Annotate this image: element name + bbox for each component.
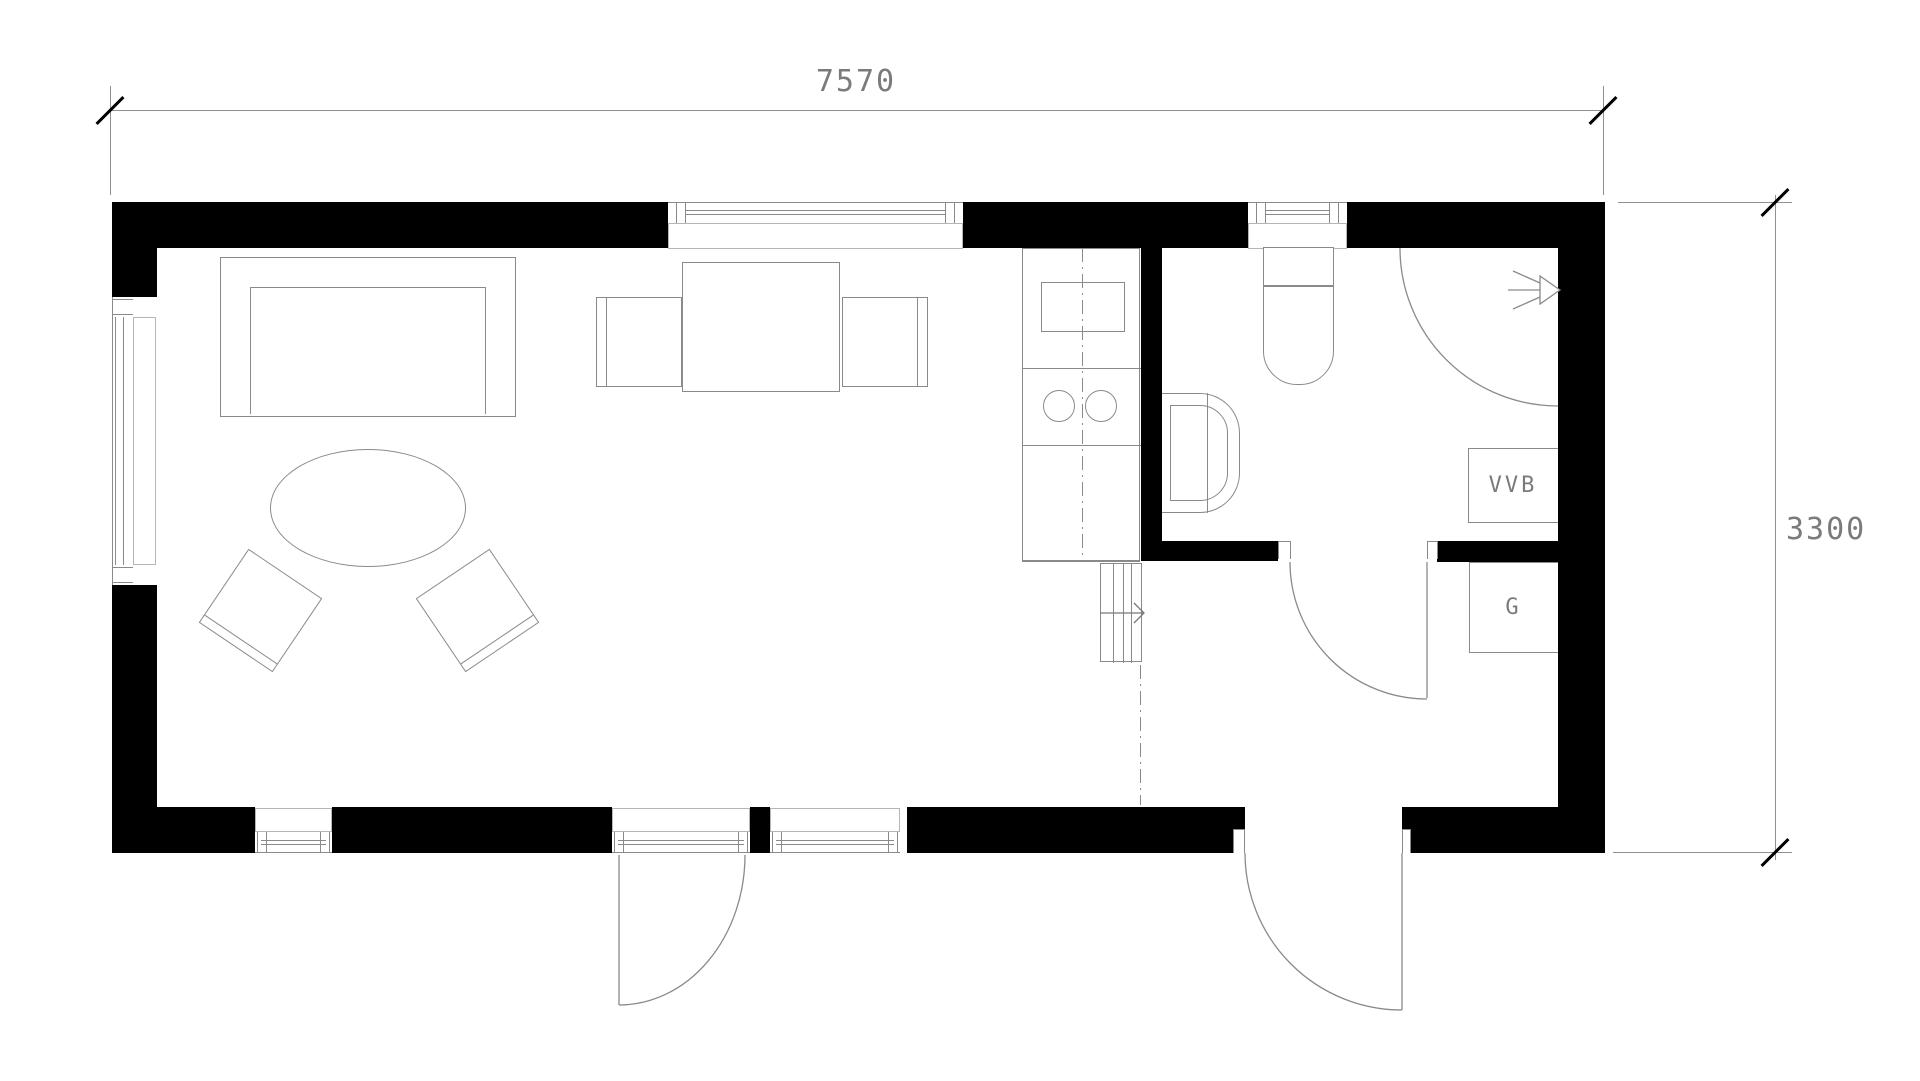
water-heater-label: VVB: [1488, 473, 1538, 498]
entrance-door-frame: [612, 807, 750, 853]
entrance-door-swing: [618, 854, 746, 1006]
bottom-middle-window: [770, 807, 900, 853]
dining-table: [682, 262, 840, 392]
hall-door-swing: [1244, 852, 1403, 1011]
shower-arc: [1399, 247, 1559, 407]
washbasin-bowl: [1170, 405, 1228, 501]
cabinet-box: [1469, 562, 1558, 653]
stair-direction-arrow-icon: [1100, 602, 1145, 624]
door-jamb: [1402, 829, 1411, 853]
window-jamb: [113, 299, 133, 315]
coffee-table: [270, 449, 466, 567]
right-dimension-line: [1775, 195, 1776, 860]
hob-burner: [1043, 390, 1075, 422]
section-centerline: [1140, 665, 1141, 805]
washbasin-edge-line: [1207, 393, 1208, 513]
dining-chair-left: [596, 297, 682, 387]
window-jamb: [888, 832, 898, 852]
bottom-wall-pier: [750, 807, 770, 853]
door-jamb: [1233, 829, 1245, 853]
window-jamb: [772, 832, 782, 852]
cabinet-label: G: [1505, 595, 1522, 620]
window-jamb: [1256, 203, 1266, 223]
kitchen-sink: [1041, 282, 1125, 332]
bathroom-partition-wall: [1141, 541, 1278, 561]
door-jamb: [1278, 541, 1291, 559]
toilet-bowl: [1263, 286, 1334, 385]
width-dimension-label: 7570: [815, 64, 897, 99]
kitchen-counter: [1022, 248, 1141, 561]
window-jamb: [257, 832, 267, 852]
door-jamb: [614, 832, 624, 852]
bathroom-partition-wall: [1141, 248, 1162, 541]
left-wall-window: [112, 297, 157, 585]
bathroom-window: [1248, 202, 1347, 250]
bottom-wall-segment: [907, 807, 1233, 853]
living-room-window: [668, 202, 963, 250]
right-dimension-extension-bottom: [1613, 852, 1792, 853]
chair-backrest-line: [917, 298, 918, 386]
bottom-wall-segment: [1410, 807, 1605, 853]
left-wall-segment: [112, 202, 157, 297]
bottom-wall-segment: [112, 807, 255, 853]
window-jamb: [945, 203, 955, 223]
water-heater-box: [1468, 448, 1558, 523]
window-jamb: [676, 203, 686, 223]
bottom-wall-strip: [1233, 807, 1245, 830]
counter-centerline: [1082, 248, 1083, 561]
top-wall-segment: [963, 202, 1248, 248]
bathroom-door-swing: [1289, 561, 1428, 700]
bottom-left-window: [255, 807, 332, 853]
right-wall: [1558, 202, 1605, 853]
dining-chair-right: [842, 297, 928, 387]
hob-burner: [1085, 390, 1117, 422]
window-jamb: [1329, 203, 1339, 223]
top-dimension-extension-left: [110, 86, 111, 195]
counter-bottom-line: [1022, 561, 1140, 562]
top-dimension-extension-right: [1603, 86, 1604, 195]
door-jamb: [1427, 541, 1438, 559]
height-dimension-label: 3300: [1786, 512, 1867, 547]
sofa-seat: [250, 287, 486, 414]
door-jamb: [738, 832, 748, 852]
top-dimension-line: [110, 110, 1603, 111]
right-dimension-extension-top: [1618, 202, 1792, 203]
top-wall-segment: [112, 202, 668, 248]
toilet-cistern: [1263, 247, 1334, 286]
bathroom-partition-wall: [1437, 541, 1558, 562]
window-jamb: [113, 567, 133, 583]
bottom-wall-strip: [1402, 807, 1410, 830]
chair-backrest-line: [606, 298, 607, 386]
bottom-wall-segment: [332, 807, 612, 853]
window-jamb: [320, 832, 330, 852]
shower-head-icon: [1508, 270, 1562, 310]
